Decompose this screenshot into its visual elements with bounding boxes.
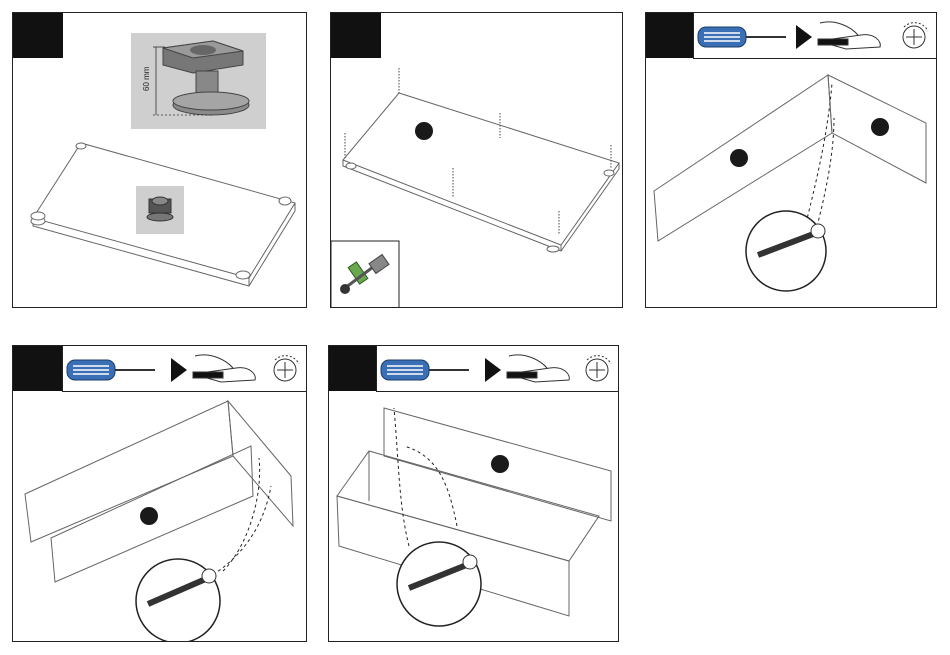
screwdriver-icon — [698, 27, 786, 47]
clockwise-rotate-icon — [586, 356, 611, 381]
hand-turning-icon — [193, 355, 255, 382]
step-5-panel — [328, 345, 619, 642]
leg-foot-icon: 60 mm — [131, 33, 266, 129]
cam-connector-icon — [331, 241, 399, 308]
step-1-panel: 60 mm — [12, 12, 307, 308]
hand-turning-icon — [818, 22, 880, 49]
clockwise-rotate-icon — [274, 356, 299, 381]
base-board-icon — [31, 143, 295, 286]
base-board-dowels-icon — [343, 68, 619, 252]
arrow-right-icon — [485, 358, 501, 382]
arrow-right-icon — [796, 25, 812, 49]
step-5-illustration — [329, 346, 619, 642]
cabinet-box — [337, 408, 611, 626]
dimension-label: 60 mm — [142, 66, 151, 91]
step-2-panel — [330, 12, 623, 308]
screwdriver-icon — [381, 360, 469, 380]
step-2-illustration — [331, 13, 623, 308]
step-4-illustration — [13, 346, 307, 642]
clockwise-rotate-icon — [903, 23, 928, 48]
screwdriver-icon — [67, 360, 155, 380]
callout-dot — [415, 122, 433, 140]
step-1-illustration: 60 mm — [13, 13, 307, 308]
arrow-right-icon — [171, 358, 187, 382]
step-3-panel — [645, 12, 937, 308]
hand-turning-icon — [507, 355, 569, 382]
side-panels — [25, 401, 293, 642]
side-panels — [654, 75, 926, 291]
step-3-illustration — [646, 13, 937, 308]
step-4-panel — [12, 345, 307, 642]
